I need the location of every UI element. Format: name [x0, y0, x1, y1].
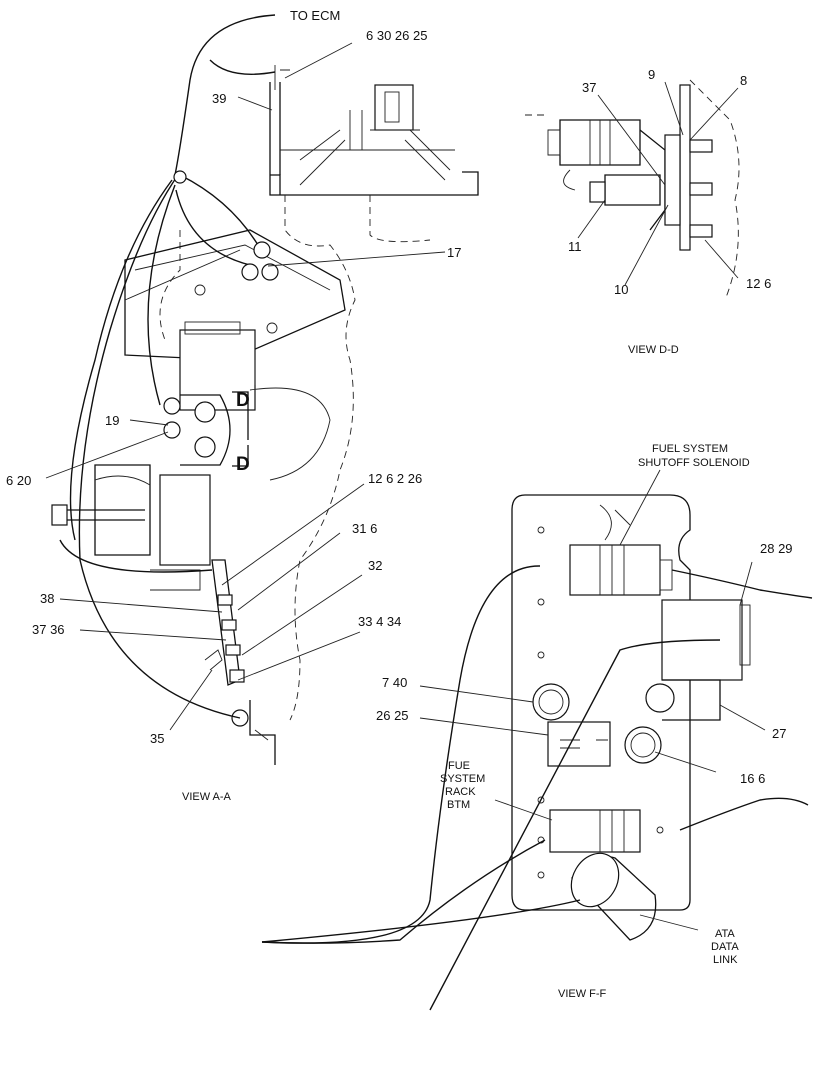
label-16-6: 16 6 — [740, 771, 765, 786]
view-ff-leaders — [419, 469, 766, 931]
section-marker-d-lower: D — [236, 454, 250, 475]
label-12-6-2-26: 12 6 2 26 — [368, 471, 422, 486]
label-12-6: 12 6 — [746, 276, 771, 291]
label-10: 10 — [614, 282, 628, 297]
label-37: 37 — [582, 80, 596, 95]
label-37-36: 37 36 — [32, 622, 65, 637]
label-9: 9 — [648, 67, 655, 82]
labels: TO ECM 6 30 26 25 39 17 19 6 20 12 6 2 2… — [6, 8, 793, 1000]
view-dd-drawing — [525, 79, 740, 301]
label-27: 27 — [772, 726, 786, 741]
label-rack-line3: RACK — [445, 786, 476, 798]
label-33-4-34: 33 4 34 — [358, 614, 401, 629]
label-rack-line4: BTM — [447, 799, 470, 811]
label-7-40: 7 40 — [382, 675, 407, 690]
view-aa-title: VIEW A-A — [182, 791, 232, 803]
label-6-20: 6 20 — [6, 473, 31, 488]
label-19: 19 — [105, 413, 119, 428]
view-aa-drawing — [51, 14, 479, 765]
view-ff-title: VIEW F-F — [558, 988, 607, 1000]
view-dd-title: VIEW D-D — [628, 344, 679, 356]
label-fuel-shutoff-line2: SHUTOFF SOLENOID — [638, 457, 750, 469]
label-32: 32 — [368, 558, 382, 573]
label-fuel-shutoff-line1: FUEL SYSTEM — [652, 443, 728, 455]
label-28-29: 28 29 — [760, 541, 793, 556]
label-11: 11 — [568, 239, 582, 254]
label-rack-line2: SYSTEM — [440, 773, 485, 785]
label-ata-line1: ATA — [715, 928, 735, 940]
label-6-30-26-25: 6 30 26 25 — [366, 28, 427, 43]
view-ff-drawing — [261, 494, 813, 1011]
label-17: 17 — [447, 245, 461, 260]
view-aa-leaders — [45, 42, 446, 731]
section-marker-d-upper: D — [236, 390, 250, 411]
label-ata-line2: DATA — [711, 941, 739, 953]
label-rack-line1: FUE — [448, 760, 470, 772]
label-26-25: 26 25 — [376, 708, 409, 723]
label-to-ecm: TO ECM — [290, 8, 340, 23]
label-31-6: 31 6 — [352, 521, 377, 536]
label-38: 38 — [40, 591, 54, 606]
label-39: 39 — [212, 91, 226, 106]
label-35: 35 — [150, 731, 164, 746]
label-8: 8 — [740, 73, 747, 88]
view-dd-leaders — [577, 81, 739, 286]
label-ata-line3: LINK — [713, 954, 738, 966]
